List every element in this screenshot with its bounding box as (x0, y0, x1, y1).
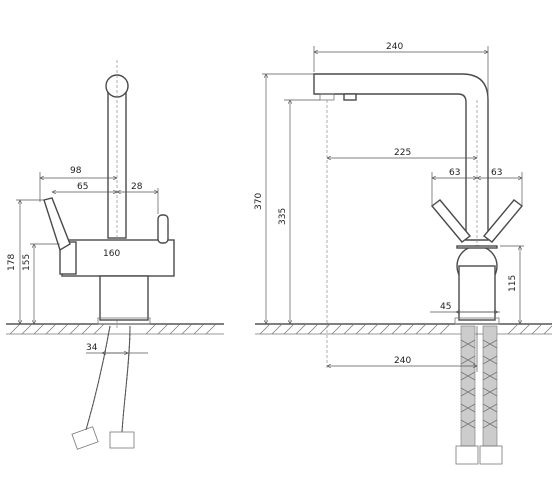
dim-240-top: 240 (386, 42, 403, 52)
dim-240-bottom: 240 (394, 356, 411, 366)
hoses-left (71, 325, 135, 450)
front-view: 240 225 63 63 370 335 115 45 240 (254, 42, 553, 465)
hoses-right (455, 325, 503, 465)
dim-115: 115 (508, 275, 518, 292)
countertop-right (255, 323, 553, 335)
dim-98: 98 (70, 166, 82, 176)
dim-370: 370 (254, 193, 264, 210)
dim-155: 155 (22, 254, 32, 271)
dim-335: 335 (278, 208, 288, 225)
spout-left (105, 60, 129, 330)
dim-160: 160 (103, 249, 120, 259)
dim-28: 28 (131, 182, 143, 192)
dim-65: 65 (77, 182, 88, 192)
dim-178: 178 (7, 254, 17, 271)
mixer-body-left (43, 197, 175, 325)
dim-45: 45 (440, 302, 451, 312)
dim-63-left: 63 (449, 168, 460, 178)
dim-34: 34 (86, 343, 98, 353)
side-view: 98 65 28 160 178 155 34 (6, 60, 224, 450)
dim-63-right: 63 (491, 168, 502, 178)
dim-225: 225 (394, 148, 411, 158)
countertop-left (6, 323, 224, 335)
